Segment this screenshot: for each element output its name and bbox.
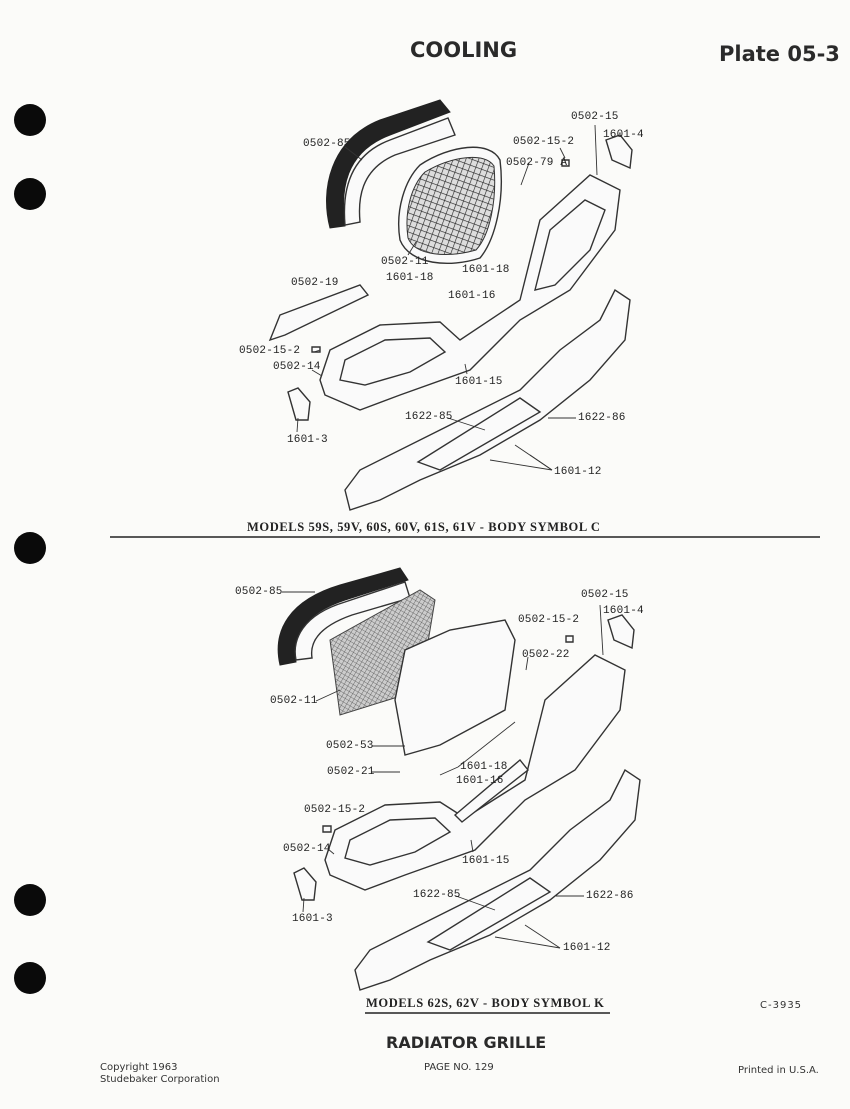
binder-hole (14, 178, 46, 210)
callout-label: 0502-15 (581, 589, 629, 601)
callout-label: 1601-3 (287, 434, 328, 446)
binder-hole (14, 104, 46, 136)
callout-label: 1622-85 (413, 889, 461, 901)
lower-valance-part (344, 288, 631, 511)
callout-label: 1601-4 (603, 129, 644, 141)
clip-part (561, 159, 570, 167)
grille-shell-part (394, 619, 516, 756)
clip-part (565, 635, 574, 643)
grille-frame-part (324, 654, 626, 891)
callout-label: 1601-16 (456, 775, 504, 787)
callout-label: 1601-15 (462, 855, 510, 867)
models-caption-top: MODELS 59S, 59V, 60S, 60V, 61S, 61V - BO… (247, 520, 601, 534)
callout-label: 1622-86 (578, 412, 626, 424)
callout-label: 0502-85 (235, 586, 283, 598)
upper-seal-part (326, 99, 456, 229)
page-number: PAGE NO. 129 (424, 1062, 494, 1073)
callout-label: 1601-12 (554, 466, 602, 478)
leader-lines-top (296, 124, 598, 471)
copyright-owner: Studebaker Corporation (100, 1074, 220, 1085)
printed-in: Printed in U.S.A. (738, 1065, 819, 1076)
callout-label: 0502-22 (522, 649, 570, 661)
callout-label: 1601-3 (292, 913, 333, 925)
callout-label: 0502-15 (571, 111, 619, 123)
side-grille-part (268, 284, 370, 342)
binder-hole (14, 962, 46, 994)
callout-label: 1622-86 (586, 890, 634, 902)
grille-mesh-part (398, 146, 502, 264)
callout-label: 0502-79 A (506, 157, 568, 169)
callout-label: 0502-15-2 (518, 614, 580, 626)
illustration-number: C-3935 (760, 1000, 803, 1011)
callout-label: 0502-14 (283, 843, 331, 855)
bracket-right-part (605, 134, 633, 170)
plate-number: Plate 05-3 (719, 42, 840, 66)
callout-label: 1601-18 (386, 272, 434, 284)
callout-label: 0502-15-2 (304, 804, 366, 816)
callout-label: 1601-4 (603, 605, 644, 617)
binder-hole (14, 884, 46, 916)
callout-label: 0502-85 (303, 138, 351, 150)
models-caption-bottom: MODELS 62S, 62V - BODY SYMBOL K (366, 996, 605, 1010)
callout-label: 0502-15-2 (239, 345, 301, 357)
page-title: RADIATOR GRILLE (386, 1033, 547, 1052)
clip-part (322, 825, 332, 833)
callout-label: 0502-11 (270, 695, 318, 707)
callout-label: 0502-14 (273, 361, 321, 373)
upper-seal-part (277, 567, 411, 666)
callout-label: 1601-15 (455, 376, 503, 388)
callout-label: 0502-11 (381, 256, 429, 268)
callout-label: 1622-85 (405, 411, 453, 423)
callout-label: 0502-21 (327, 766, 375, 778)
callout-label: 1601-18 (462, 264, 510, 276)
callout-label: 1601-12 (563, 942, 611, 954)
bracket-left-part (287, 387, 311, 421)
callout-label: 0502-53 (326, 740, 374, 752)
section-title: COOLING (410, 38, 518, 62)
bracket-right-part (607, 614, 635, 650)
copyright-year: Copyright 1963 (100, 1062, 178, 1073)
callout-label: 0502-19 (291, 277, 339, 289)
grille-frame-part (319, 174, 621, 411)
callout-label: 1601-16 (448, 290, 496, 302)
bracket-left-part (293, 867, 317, 901)
callout-label: 1601-18 (460, 761, 508, 773)
lower-valance-part (354, 768, 641, 991)
binder-hole (14, 532, 46, 564)
leader-lines-bottom (282, 591, 604, 949)
callout-label: 0502-15-2 (513, 136, 575, 148)
